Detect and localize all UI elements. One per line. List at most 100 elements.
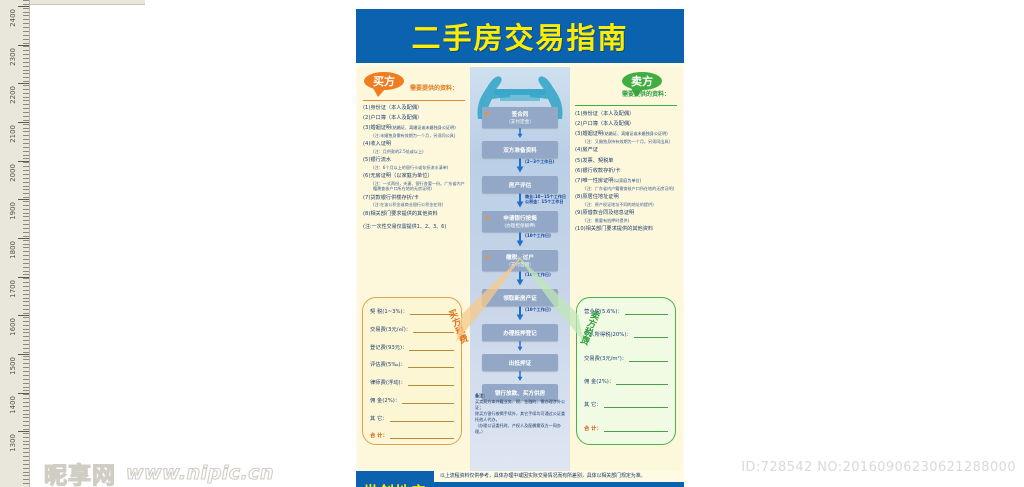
flow-step: 房产评估 [482, 176, 558, 193]
ruler-tick [23, 386, 29, 388]
fee-value-blank[interactable] [616, 379, 668, 385]
ruler-tick [23, 332, 29, 334]
ruler-tick [23, 483, 29, 485]
ruler-tick [23, 440, 29, 442]
ruler-tick [23, 38, 29, 40]
fee-value-blank[interactable] [603, 402, 668, 409]
ruler-tick-major [18, 44, 29, 46]
fee-value-blank[interactable] [413, 327, 454, 333]
document-item-note: (注：需要有抵押时提供) [585, 217, 630, 223]
fee-row: 佣 金(2%)： [370, 396, 454, 404]
flow-step: 双方准备资料 [482, 141, 558, 158]
document-item-label: (3)婚姻证明(结婚证、离婚证或未婚独身公证明) [575, 131, 668, 138]
ruler-tick [23, 127, 29, 129]
ruler-tick [23, 367, 29, 369]
ruler-tick [23, 448, 29, 450]
ruler-tick [23, 146, 29, 148]
ruler-tick [23, 452, 29, 454]
fee-value-blank[interactable] [409, 309, 454, 315]
ruler-tick [23, 262, 29, 264]
fee-row: 营业税(5.6%)： [584, 307, 668, 315]
ruler-tick [23, 181, 29, 183]
buyer-connector-ray [456, 254, 524, 342]
flow-arrow-icon [516, 271, 524, 286]
ruler-tick [23, 409, 29, 411]
fee-value-blank[interactable] [407, 380, 454, 386]
ruler-tick [23, 359, 29, 361]
ruler-tick [23, 340, 29, 342]
buyer-subtitle: 需要提供的资料： [410, 85, 459, 92]
seller-subtitle: 需要提供的资料： [622, 91, 671, 98]
star-icon: ★ [484, 253, 491, 261]
ruler-tick-major [18, 199, 29, 201]
ruler-tick [23, 289, 29, 291]
fee-value-blank[interactable] [402, 398, 454, 404]
ruler-tick [23, 34, 29, 36]
ruler-label: 2100 [9, 124, 17, 143]
watermark-logo-text: 昵享网 [43, 462, 116, 487]
ruler-tick [23, 429, 29, 431]
ruler-tick [23, 139, 29, 141]
ruler-tick [23, 92, 29, 94]
ruler-tick [23, 112, 29, 114]
ruler-tick [23, 166, 29, 168]
fee-value-blank[interactable] [629, 356, 668, 362]
ruler-tick [23, 27, 29, 29]
document-item-note: (注:在该公积金或商业银行公积金在则) [373, 202, 444, 208]
ruler-tick [23, 173, 29, 175]
document-item-label: (6)银行收款存折/卡 [575, 167, 621, 174]
ruler-tick [23, 320, 29, 322]
image-id-tag: ID:728542 NO:20160906230621288000 [741, 460, 1016, 475]
fee-label: 个人所得税(20%)： [584, 332, 632, 339]
flow-arrow-icon [516, 128, 524, 138]
flow-step: 签合同（支付定金）★ [482, 107, 558, 128]
flow-step-label: 申请银行按揭 [503, 216, 537, 223]
fee-value-blank[interactable] [633, 332, 668, 339]
document-item: (5)银行流水(注：6个月以上的银行卡或存折流水清单) [363, 157, 467, 170]
fee-row: 评估费(5‰)： [370, 360, 454, 369]
star-icon: ★ [484, 110, 491, 118]
flow-arrow-label: (10个工作日) [525, 233, 551, 238]
fee-value-blank[interactable] [407, 362, 454, 369]
ruler-tick [23, 177, 29, 179]
seller-divider [575, 105, 677, 106]
fee-value-blank[interactable] [603, 426, 668, 432]
flow-note-line: 除买方银行按揭手续外，其它手续均可通过公证委托他人代办， [475, 410, 566, 422]
poster-footer-bar [356, 471, 684, 487]
ruler-tick [23, 301, 29, 303]
footer-notch [434, 471, 684, 482]
ruler-tick [23, 131, 29, 133]
seller-fee-box: 营业税(5.6%)：个人所得税(20%)：交易费(3元/m²)：佣 金(2%)：… [576, 297, 676, 445]
ruler-tick [23, 286, 29, 288]
poster-title-bar: 二手房交易指南 [356, 9, 684, 63]
document-item: (8)相关部门要求提供的其他资料 [363, 211, 467, 218]
document-item: (7)唯一性房证明(以家庭为单位)(注：广东省内户籍需查核户口所在地的无房证明) [575, 178, 679, 191]
ruler-tick-major [18, 160, 29, 162]
ruler-label: 2200 [9, 86, 17, 105]
ruler-tick [23, 200, 29, 202]
ruler-tick [23, 467, 29, 469]
ruler-tick [23, 243, 29, 245]
fee-value-blank[interactable] [409, 345, 454, 351]
fee-value-blank[interactable] [389, 416, 454, 422]
buyer-badge-label: 买方 [373, 75, 395, 88]
ruler-tick [23, 228, 29, 230]
flow-step-label: 签合同 [511, 112, 529, 119]
flow-arrow-label: (10个工作日) [525, 307, 551, 312]
fee-row: 其 它： [584, 400, 668, 409]
fee-label: 佣 金(2%)： [370, 397, 401, 404]
fee-row: 登记费(93元)： [370, 343, 454, 351]
ruler-tick [23, 316, 29, 318]
fee-value-blank[interactable] [389, 433, 454, 440]
fee-row: 个人所得税(20%)： [584, 330, 668, 339]
ruler-tick [23, 123, 29, 125]
ruler-tick [23, 162, 29, 164]
fee-value-blank[interactable] [624, 309, 668, 315]
document-item: (8)原居住地址证明(注：原产权证地址不同的地址的提供) [575, 194, 679, 207]
ruler-tick [23, 81, 29, 83]
poster-brand: 世创地产 [363, 481, 427, 487]
ruler-tick [23, 96, 29, 98]
ruler-tick [23, 224, 29, 226]
